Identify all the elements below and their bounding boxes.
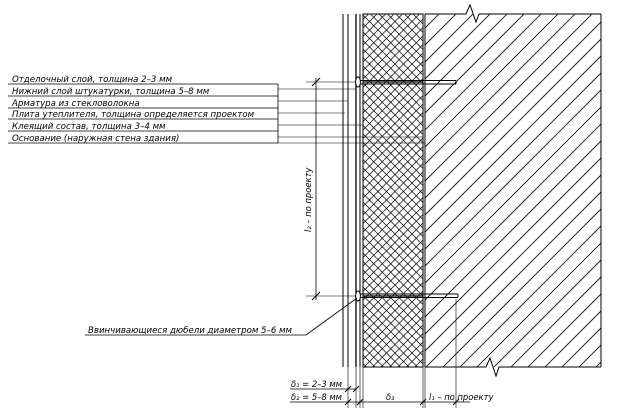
layer-label-finish: Отделочный слой, толщина 2–3 мм: [12, 75, 173, 85]
bottom-dimensions: δ₁ = 2–3 мм δ₂ = 5–8 мм δ₃ l₁ – по проек…: [290, 299, 494, 408]
render-layers: [342, 14, 361, 367]
dimension-d2-label: δ₂ = 5–8 мм: [291, 392, 342, 402]
layer-label-base-wall: Основание (наружная стена здания): [12, 134, 179, 144]
dowel-top: [355, 76, 457, 88]
layer-label-base-render: Нижний слой штукатурки, толщина 5–8 мм: [12, 87, 210, 97]
dowel-note: Ввинчивающиеся дюбели диаметром 5–6 мм: [85, 297, 358, 336]
dowel-bottom: [355, 290, 459, 302]
dowel-note-label: Ввинчивающиеся дюбели диаметром 5–6 мм: [88, 326, 293, 336]
insulation-board: [362, 13, 424, 368]
layer-legend: Отделочный слой, толщина 2–3 мм Нижний с…: [8, 75, 425, 144]
dimension-l2-label: l₂ – по проекту: [303, 167, 313, 232]
layer-label-mesh: Арматура из стекловолокна: [11, 99, 140, 109]
dimension-d1-label: δ₁ = 2–3 мм: [291, 379, 342, 389]
dimension-d3-label: δ₃: [386, 392, 395, 402]
layer-label-insulation: Плита утеплителя, толщина определяется п…: [12, 110, 255, 120]
base-wall: [424, 3, 602, 378]
dimension-l2: l₂ – по проекту: [303, 77, 355, 301]
dimension-l1-label: l₁ – по проекту: [429, 392, 494, 402]
layer-label-adhesive: Клеящий состав, толщина 3–4 мм: [12, 122, 166, 132]
